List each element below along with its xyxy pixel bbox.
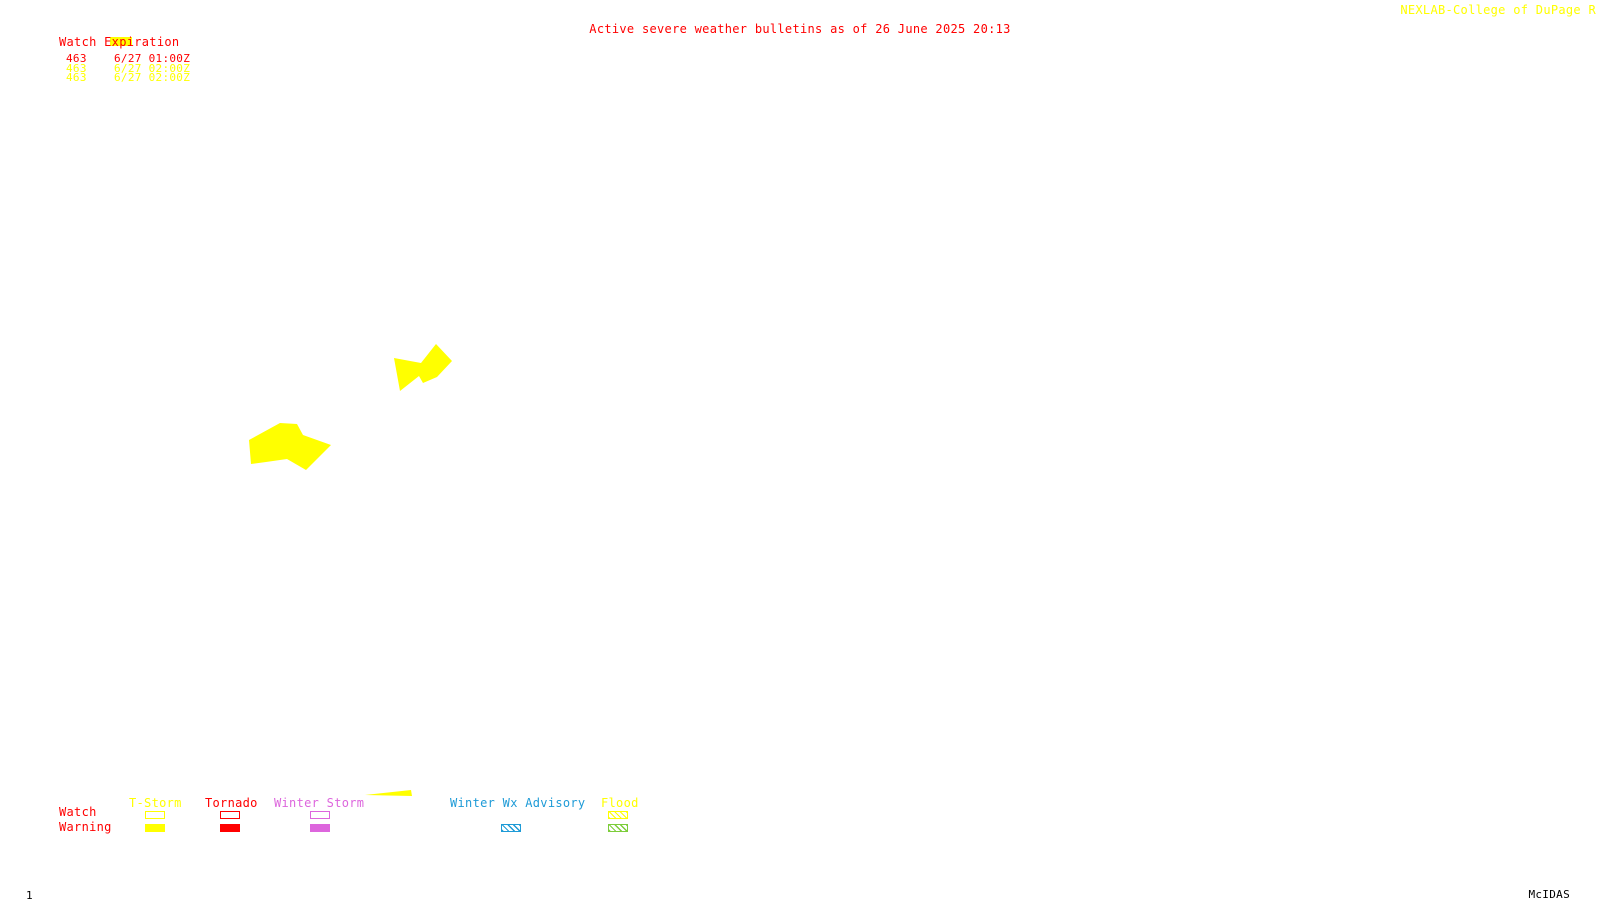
- watch-number: 463: [66, 52, 87, 65]
- watch-table-row: 463 6/27 02:00Z: [66, 63, 190, 74]
- watch-expiration: 6/27 02:00Z: [114, 62, 191, 75]
- legend-watch-swatch: [501, 811, 521, 819]
- legend-row-warning: Warning: [59, 820, 112, 834]
- watch-expiration: 6/27 02:00Z: [114, 71, 191, 84]
- warning-polygon-north[interactable]: [394, 344, 452, 391]
- legend-warning-swatch: [220, 824, 240, 832]
- legend-category-label: Tornado: [205, 796, 258, 810]
- legend-category-label: Winter Storm: [274, 796, 365, 810]
- watch-table-row: 463 6/27 02:00Z: [66, 72, 190, 83]
- warning-polygon-south[interactable]: [249, 423, 331, 470]
- frame-number: 1: [26, 889, 33, 900]
- legend-watch-swatch: [145, 811, 165, 819]
- watch-table-marker: [110, 37, 132, 46]
- watch-table-header: Watch Expiration: [59, 36, 179, 49]
- legend-watch-swatch: [220, 811, 240, 819]
- software-label: McIDAS: [1528, 888, 1570, 900]
- watch-table-row: 463 6/27 01:00Z: [66, 53, 190, 64]
- legend-warning-swatch: [608, 824, 628, 832]
- legend-watch-swatch: [608, 811, 628, 819]
- warning-polygon-sliver[interactable]: [365, 790, 412, 796]
- legend-warning-swatch: [310, 824, 330, 832]
- watch-column-header: Watch: [59, 35, 97, 49]
- watch-number: 463: [66, 71, 87, 84]
- watch-expiration: 6/27 01:00Z: [114, 52, 191, 65]
- expiration-column-header: Expiration: [104, 35, 180, 49]
- legend-category-label: Flood: [601, 796, 639, 810]
- legend-warning-swatch: [145, 824, 165, 832]
- legend-watch-swatch: [310, 811, 330, 819]
- credit-label: NEXLAB-College of DuPage R: [1400, 3, 1596, 17]
- legend-row-watch: Watch: [59, 805, 97, 819]
- legend-category-label: Winter Wx Advisory: [450, 796, 586, 810]
- legend-warning-swatch: [501, 824, 521, 832]
- watch-number: 463: [66, 62, 87, 75]
- legend-category-label: T-Storm: [129, 796, 182, 810]
- map-title: Active severe weather bulletins as of 26…: [589, 22, 1011, 36]
